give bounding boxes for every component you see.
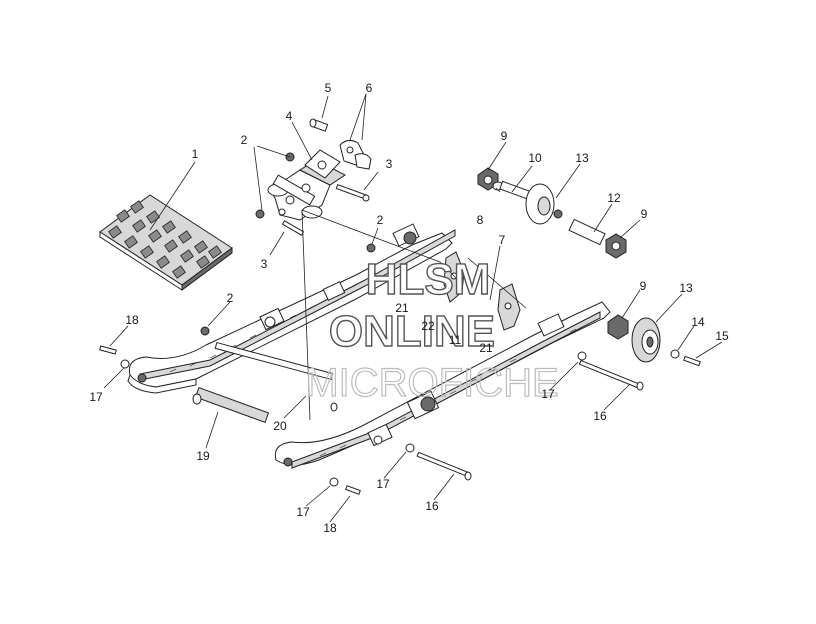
callout-15: 15 <box>715 329 729 343</box>
watermark-line1: HLSM <box>366 255 491 304</box>
watermark: HLSM ONLINE MICROFICHE <box>305 254 560 405</box>
callout-16: 16 <box>425 499 439 513</box>
callout-18: 18 <box>125 313 139 327</box>
part-pivot-brackets <box>339 139 372 170</box>
callout-1: 1 <box>192 147 199 161</box>
watermark-line2: ONLINE <box>329 307 495 356</box>
part-rear-arm-brackets <box>443 251 521 331</box>
part-lower-idler-assembly <box>607 314 701 367</box>
callout-13: 13 <box>679 281 693 295</box>
part-pin <box>309 118 329 132</box>
part-washers-bolts-lower <box>99 345 587 495</box>
callout-6: 6 <box>366 81 373 95</box>
callout-11: 11 <box>449 333 462 347</box>
callout-17: 17 <box>541 387 555 401</box>
callout-9: 9 <box>640 279 647 293</box>
callout-17: 17 <box>376 477 390 491</box>
callout-5: 5 <box>325 81 332 95</box>
part-right-rail <box>274 301 611 469</box>
callout-13: 13 <box>575 151 589 165</box>
callout-18: 18 <box>323 521 337 535</box>
callout-22: 22 <box>421 319 435 333</box>
part-torque-arm-bracket <box>267 149 346 221</box>
callout-2: 2 <box>377 213 384 227</box>
callout-9: 9 <box>501 129 508 143</box>
callout-14: 14 <box>691 315 705 329</box>
part-track-pad <box>99 194 233 291</box>
watermark-line3: MICROFICHE <box>305 361 558 405</box>
callout-3: 3 <box>261 257 268 271</box>
callout-labels: 1 2 2 2 3 3 4 5 6 7 8 9 9 9 10 11 12 13 … <box>89 81 729 535</box>
leader-lines <box>103 93 723 523</box>
part-left-rail <box>127 223 456 394</box>
callout-2: 2 <box>227 291 234 305</box>
callout-4: 4 <box>286 109 293 123</box>
callout-21: 21 <box>395 301 409 315</box>
callout-17: 17 <box>296 505 310 519</box>
callout-7: 7 <box>499 233 506 247</box>
callout-16: 16 <box>593 409 607 423</box>
callout-3: 3 <box>386 157 393 171</box>
callout-9: 9 <box>641 207 648 221</box>
callout-20: 20 <box>273 419 287 433</box>
callout-21: 21 <box>479 341 493 355</box>
callout-8: 8 <box>477 213 484 227</box>
part-upper-idler-assembly <box>477 167 627 259</box>
callout-10: 10 <box>528 151 542 165</box>
callout-2: 2 <box>241 133 248 147</box>
callout-17: 17 <box>89 390 103 404</box>
part-cross-shafts <box>192 341 644 481</box>
callout-19: 19 <box>196 449 210 463</box>
callout-12: 12 <box>607 191 621 205</box>
part-nuts-bolts-upper <box>200 152 376 336</box>
